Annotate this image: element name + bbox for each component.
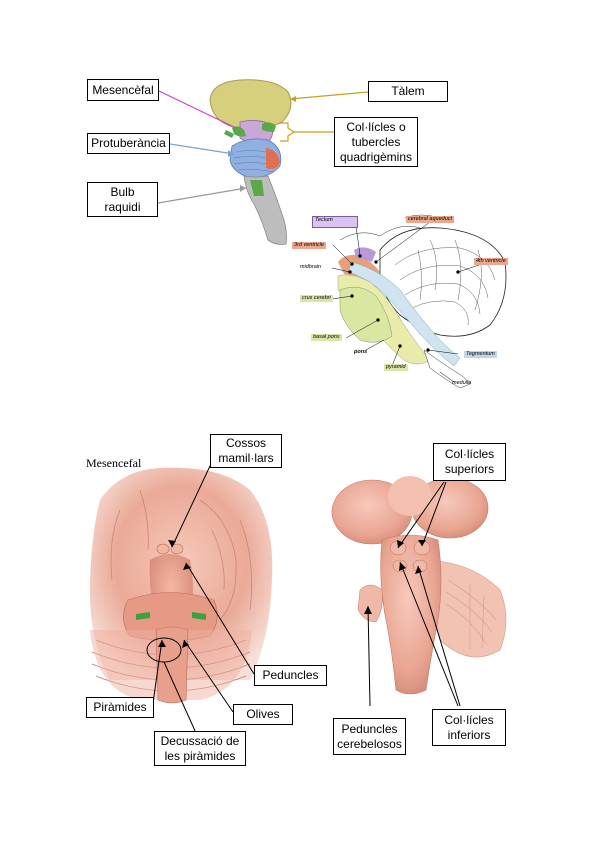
line-protuberancia <box>169 143 235 155</box>
label-piramides: Piràmides <box>86 697 154 718</box>
tag-medulla: medulla <box>452 380 472 386</box>
tag-tectum: Tectum <box>312 216 358 228</box>
bracket-colicles <box>280 122 296 142</box>
label-decussacio: Decussació de les piràmides <box>154 731 246 766</box>
tag-fourth-ventricle: 4th ventricle <box>474 258 508 265</box>
dorsal-brainstem <box>331 476 507 707</box>
tag-tegmentum: Tegmentum <box>464 351 497 358</box>
olive-shape <box>250 180 264 196</box>
line-talem <box>289 91 369 100</box>
ventral-brain <box>89 465 273 734</box>
label-peduncles: Peduncles <box>254 665 327 686</box>
label-bulb-raquidi: Bulb raquidi <box>87 182 158 217</box>
tag-basal-pons: basal pons <box>311 334 342 341</box>
label-colicles-superiors: Col·lícles superiors <box>433 443 506 481</box>
label-cossos-mamillars: Cossos mamil·lars <box>210 434 282 468</box>
label-talem: Tàlem <box>368 81 448 102</box>
label-peduncles-cerebelosos: Peduncles cerebelosos <box>333 718 406 755</box>
tag-midbrain: midbrain <box>300 264 322 270</box>
tag-third-ventricle: 3rd ventricle <box>292 242 326 249</box>
trigeminal-shape <box>266 148 280 170</box>
tag-pons: pons <box>354 349 368 355</box>
medulla-shape <box>243 175 287 245</box>
tag-pyramid: pyramid <box>384 364 408 371</box>
label-mesencefal: Mesencèfal <box>87 79 159 101</box>
tag-cerebral-aqueduct: cerebral aqueduct <box>406 216 455 223</box>
label-colicles-tubercles: Col·lícles o tubercles quadrigèmins <box>334 117 418 167</box>
line-mesencefal <box>158 90 237 129</box>
arrow-bulb <box>240 185 246 192</box>
colliculi-shape-2 <box>262 122 276 132</box>
line-bulb <box>157 187 247 204</box>
sagittal-section <box>331 214 507 389</box>
arrow-talem <box>290 96 296 102</box>
label-olives: Olives <box>233 704 293 725</box>
section-title-mesencefal: Mesencefal <box>86 456 142 470</box>
tag-crus-cerebri: crus cerebri <box>300 295 333 302</box>
arrow-protuberancia <box>228 150 234 157</box>
green-strip <box>224 130 234 138</box>
label-colicles-inferiors: Col·lícles inferiors <box>432 709 506 746</box>
colliculi-shape <box>232 126 246 137</box>
label-protuberancia: Protuberància <box>87 133 170 154</box>
